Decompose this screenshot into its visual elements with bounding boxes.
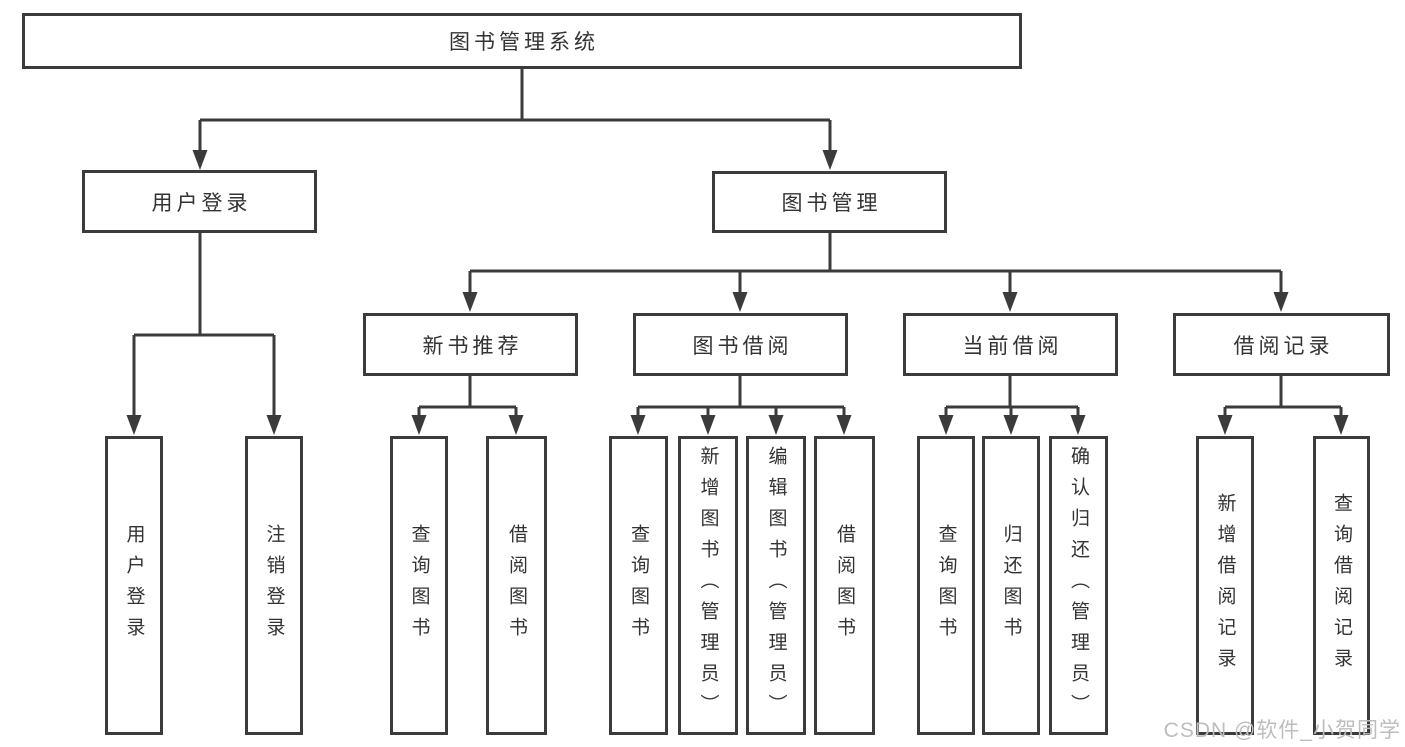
node-new-book-recommend: 新书推荐 [363, 313, 578, 376]
leaf-add-borrow-record-label: 新增借阅记录 [1214, 492, 1236, 679]
leaf-query-books-recommend: 查询图书 [390, 436, 448, 735]
leaf-borrow-books-recommend-label: 借阅图书 [506, 523, 527, 648]
leaf-borrow-books-label: 借阅图书 [834, 523, 855, 648]
leaf-query-books-recommend-label: 查询图书 [408, 523, 430, 648]
connector-borrow-records-children [1217, 376, 1349, 435]
connector-book-borrow-children [630, 376, 852, 435]
leaf-query-borrow-record-label: 查询借阅记录 [1331, 492, 1352, 679]
connector-new-book-recommend-children [411, 376, 524, 435]
node-library-system: 图书管理系统 [22, 13, 1022, 69]
node-book-borrow: 图书借阅 [633, 313, 848, 376]
leaf-borrow-books: 借阅图书 [814, 436, 875, 735]
leaf-return-books-label: 归还图书 [1000, 523, 1022, 648]
node-book-management: 图书管理 [712, 171, 947, 233]
leaf-query-books-current: 查询图书 [917, 436, 975, 735]
connector-user-login-children [126, 233, 282, 435]
node-current-borrow-label: 当前借阅 [962, 334, 1063, 358]
node-user-login-label: 用户登录 [151, 191, 252, 215]
leaf-query-books-current-label: 查询图书 [935, 523, 957, 648]
leaf-confirm-return-admin-label: 确认归还（管理员） [1068, 446, 1089, 725]
leaf-query-books-borrow-label: 查询图书 [628, 523, 649, 648]
leaf-logout: 注销登录 [245, 436, 303, 735]
connector-book-management-children [462, 233, 1289, 312]
leaf-add-borrow-record: 新增借阅记录 [1196, 436, 1254, 735]
leaf-return-books: 归还图书 [982, 436, 1040, 735]
node-borrow-records: 借阅记录 [1173, 313, 1390, 376]
leaf-confirm-return-admin: 确认归还（管理员） [1049, 436, 1108, 735]
node-book-borrow-label: 图书借阅 [692, 334, 793, 358]
leaf-user-login: 用户登录 [105, 436, 163, 735]
leaf-user-login-label: 用户登录 [123, 523, 145, 648]
leaf-query-books-borrow: 查询图书 [609, 436, 668, 735]
leaf-edit-book-admin-label: 编辑图书（管理员） [765, 446, 787, 725]
connector-root-to-level2 [192, 69, 838, 170]
watermark: CSDN @软件_小贺同学 [1163, 719, 1401, 742]
leaf-query-borrow-record: 查询借阅记录 [1313, 436, 1370, 735]
node-book-management-label: 图书管理 [781, 192, 882, 215]
leaf-edit-book-admin: 编辑图书（管理员） [746, 436, 806, 735]
node-new-book-recommend-label: 新书推荐 [422, 334, 523, 358]
node-current-borrow: 当前借阅 [903, 313, 1118, 376]
leaf-logout-label: 注销登录 [263, 523, 285, 648]
connector-current-borrow-children [938, 376, 1086, 435]
node-library-system-label: 图书管理系统 [449, 31, 599, 54]
node-user-login: 用户登录 [82, 170, 317, 233]
leaf-add-book-admin-label: 新增图书（管理员） [697, 446, 719, 725]
node-borrow-records-label: 借阅记录 [1233, 334, 1334, 358]
leaf-add-book-admin: 新增图书（管理员） [678, 436, 738, 735]
leaf-borrow-books-recommend: 借阅图书 [486, 436, 547, 735]
